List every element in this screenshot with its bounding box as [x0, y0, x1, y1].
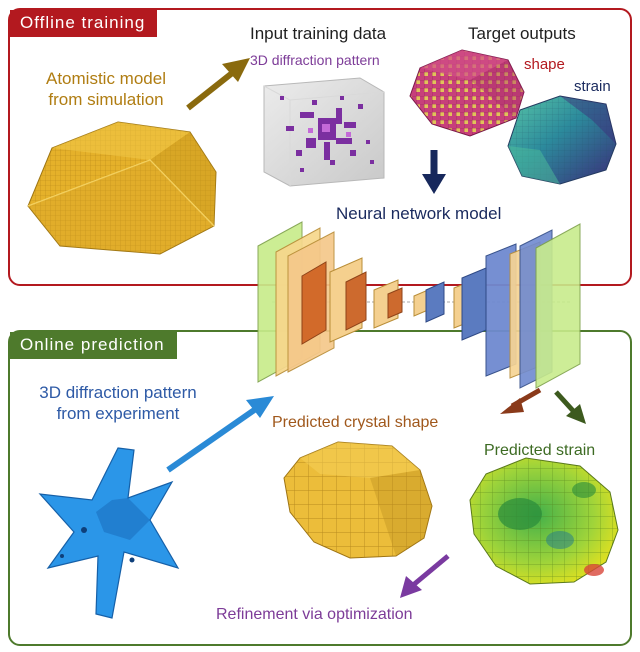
- arrow-refinement: [400, 554, 450, 598]
- predicted-shape-label: Predicted crystal shape: [272, 414, 439, 431]
- shape-label: shape: [524, 56, 565, 73]
- arrow-model-to-input: [186, 58, 250, 111]
- experiment-diffraction-label-line1: 3D diffraction pattern: [39, 383, 197, 402]
- online-prediction-tag: Online prediction: [10, 332, 177, 359]
- predicted-strain-crystal: [469, 457, 619, 585]
- atomistic-model-crystal: [27, 121, 217, 255]
- atomistic-model-label-line1: Atomistic model: [46, 69, 166, 88]
- target-strain-crystal: [507, 95, 617, 185]
- arrow-network-to-strain: [554, 390, 586, 424]
- offline-training-tag: Offline training: [10, 10, 158, 37]
- input-diffraction-subtitle: 3D diffraction pattern: [250, 52, 380, 68]
- target-outputs-title: Target outputs: [468, 24, 576, 43]
- experimental-diffraction-star: [38, 447, 180, 619]
- predicted-crystal-shape: [283, 441, 433, 559]
- input-training-data-title: Input training data: [250, 24, 387, 43]
- arrow-experiment-to-network: [166, 396, 274, 473]
- strain-label: strain: [574, 78, 611, 95]
- refinement-label: Refinement via optimization: [216, 606, 413, 623]
- atomistic-model-label: Atomistic model from simulation: [26, 68, 186, 110]
- atomistic-model-label-line2: from simulation: [48, 90, 164, 109]
- target-shape-crystal: [409, 49, 525, 137]
- arrow-network-to-shape: [500, 387, 542, 414]
- neural-network-title: Neural network model: [336, 204, 502, 223]
- experiment-diffraction-label: 3D diffraction pattern from experiment: [18, 382, 218, 424]
- input-diffraction-box: [263, 77, 385, 187]
- experiment-diffraction-label-line2: from experiment: [56, 404, 180, 423]
- neural-network-diagram: [257, 221, 581, 389]
- predicted-strain-label: Predicted strain: [484, 442, 596, 459]
- arrow-targets-to-network: [422, 150, 446, 194]
